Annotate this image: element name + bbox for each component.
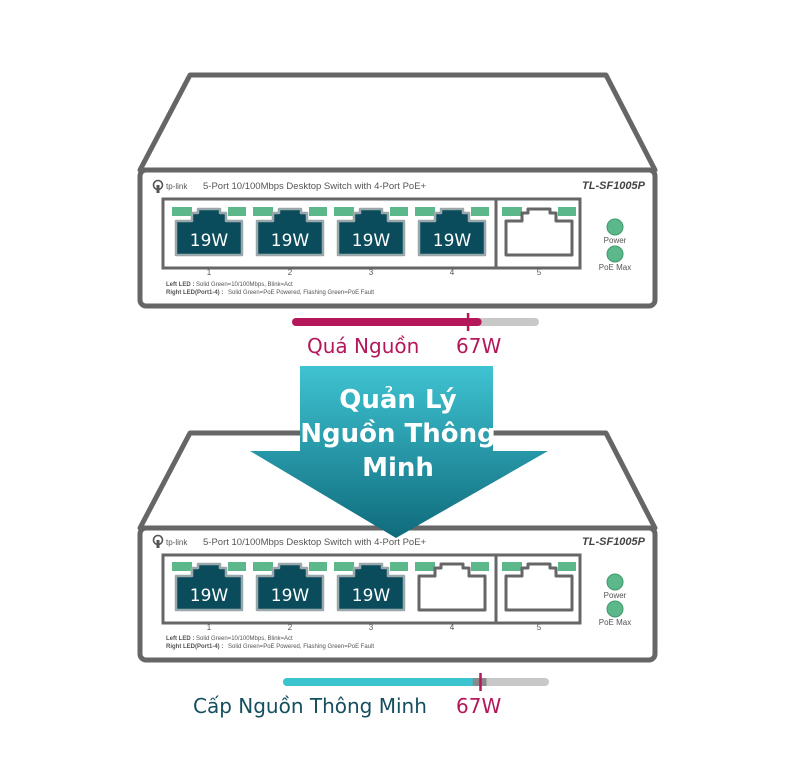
right-led-icon xyxy=(228,207,246,216)
ethernet-port-icon xyxy=(504,562,574,612)
left-led-label: Left LED : xyxy=(166,636,194,642)
port-2[interactable]: 19W 2 xyxy=(253,207,327,277)
port-number: 1 xyxy=(207,623,212,632)
switch-top-lid xyxy=(137,72,658,173)
port-number: 2 xyxy=(288,268,293,277)
ethernet-port-icon xyxy=(417,562,487,612)
right-led-label: Right LED(Port1-4) : xyxy=(166,290,223,296)
port-3[interactable]: 19W 3 xyxy=(334,207,408,277)
right-led-icon xyxy=(228,562,246,571)
power-limit-label: 67W xyxy=(456,694,501,718)
model-name: TL-SF1005P xyxy=(582,536,646,548)
port-number: 4 xyxy=(450,623,455,632)
port-power-label: 19W xyxy=(271,586,310,606)
power-bar-top: Quá Nguồn 67W xyxy=(292,313,539,358)
port-power-label: 19W xyxy=(190,231,229,251)
left-led-text: Solid Green=10/100Mbps, Blink=Act xyxy=(196,636,293,642)
port-number: 2 xyxy=(288,623,293,632)
arrow-text-line-1: Quản Lý xyxy=(339,384,457,415)
left-led-label: Left LED : xyxy=(166,282,194,288)
down-arrow-icon: Quản Lý Nguồn Thông Minh xyxy=(250,366,548,538)
overload-label: Quá Nguồn xyxy=(307,334,419,358)
poe-max-label: PoE Max xyxy=(599,618,631,627)
left-led-icon xyxy=(172,562,192,571)
ethernet-port-icon xyxy=(255,207,325,257)
port-4[interactable]: 4 xyxy=(415,562,489,632)
left-led-icon xyxy=(172,207,192,216)
left-led-icon xyxy=(502,207,522,216)
brand-logo-icon xyxy=(152,179,164,193)
ethernet-port-icon xyxy=(255,562,325,612)
brand-logo-icon xyxy=(152,534,164,548)
port-power-label: 19W xyxy=(433,231,472,251)
power-limit-label: 67W xyxy=(456,334,501,358)
port-panel xyxy=(161,197,582,270)
ethernet-port-icon xyxy=(174,562,244,612)
port-number: 5 xyxy=(537,623,542,632)
left-led-icon xyxy=(415,562,435,571)
smart-power-label: Cấp Nguồn Thông Minh xyxy=(193,694,427,718)
port-1[interactable]: 19W 1 xyxy=(172,207,246,277)
right-led-icon xyxy=(471,562,489,571)
port-panel xyxy=(161,553,582,625)
right-led-icon xyxy=(309,562,327,571)
port-number: 3 xyxy=(369,623,374,632)
ethernet-port-icon xyxy=(504,207,574,257)
port-4[interactable]: 19W 4 xyxy=(415,207,489,277)
power-led-icon xyxy=(606,218,624,236)
port-power-label: 19W xyxy=(352,231,391,251)
port-group: 19W 1 19W 2 19W 3 4 5 xyxy=(172,562,576,632)
power-label: Power xyxy=(604,591,627,600)
right-led-icon xyxy=(471,207,489,216)
port-power-label: 19W xyxy=(190,586,229,606)
brand-label: tp-link xyxy=(166,182,188,191)
port-number: 4 xyxy=(450,268,455,277)
port-5[interactable]: 5 xyxy=(502,207,576,277)
power-label: Power xyxy=(604,236,627,245)
left-led-icon xyxy=(253,207,273,216)
right-led-icon xyxy=(558,562,576,571)
left-led-text: Solid Green=10/100Mbps, Blink=Act xyxy=(196,282,293,288)
port-number: 3 xyxy=(369,268,374,277)
right-led-icon xyxy=(390,207,408,216)
right-led-icon xyxy=(390,562,408,571)
model-name: TL-SF1005P xyxy=(582,180,646,192)
port-2[interactable]: 19W 2 xyxy=(253,562,327,632)
port-power-label: 19W xyxy=(271,231,310,251)
power-bar-bottom: Cấp Nguồn Thông Minh 67W xyxy=(193,673,549,718)
port-3[interactable]: 19W 3 xyxy=(334,562,408,632)
left-led-icon xyxy=(502,562,522,571)
right-led-text: Solid Green=PoE Powered, Flashing Green=… xyxy=(228,290,374,296)
left-led-icon xyxy=(415,207,435,216)
power-led-icon xyxy=(606,573,624,591)
right-led-icon xyxy=(558,207,576,216)
arrow-text-line-3: Minh xyxy=(362,453,434,483)
switch-description: 5-Port 10/100Mbps Desktop Switch with 4-… xyxy=(203,181,427,192)
ethernet-port-icon xyxy=(417,207,487,257)
left-led-icon xyxy=(334,207,354,216)
left-led-icon xyxy=(253,562,273,571)
right-led-text: Solid Green=PoE Powered, Flashing Green=… xyxy=(228,644,374,650)
port-group: 19W 1 19W 2 19W 3 19W 4 5 xyxy=(172,207,576,277)
switch-description: 5-Port 10/100Mbps Desktop Switch with 4-… xyxy=(203,537,427,548)
port-number: 5 xyxy=(537,268,542,277)
port-power-label: 19W xyxy=(352,586,391,606)
port-5[interactable]: 5 xyxy=(502,562,576,632)
right-led-icon xyxy=(309,207,327,216)
brand-label: tp-link xyxy=(166,538,188,547)
ethernet-port-icon xyxy=(336,562,406,612)
right-led-label: Right LED(Port1-4) : xyxy=(166,644,223,650)
left-led-icon xyxy=(334,562,354,571)
poe-max-led-icon xyxy=(606,245,624,263)
ethernet-port-icon xyxy=(336,207,406,257)
port-number: 1 xyxy=(207,268,212,277)
switch-top: tp-link 5-Port 10/100Mbps Desktop Switch… xyxy=(137,72,658,309)
poe-max-label: PoE Max xyxy=(599,263,631,272)
port-1[interactable]: 19W 1 xyxy=(172,562,246,632)
arrow-shape xyxy=(250,366,548,538)
arrow-text-line-2: Nguồn Thông xyxy=(300,418,496,449)
ethernet-port-icon xyxy=(174,207,244,257)
poe-max-led-icon xyxy=(606,600,624,618)
